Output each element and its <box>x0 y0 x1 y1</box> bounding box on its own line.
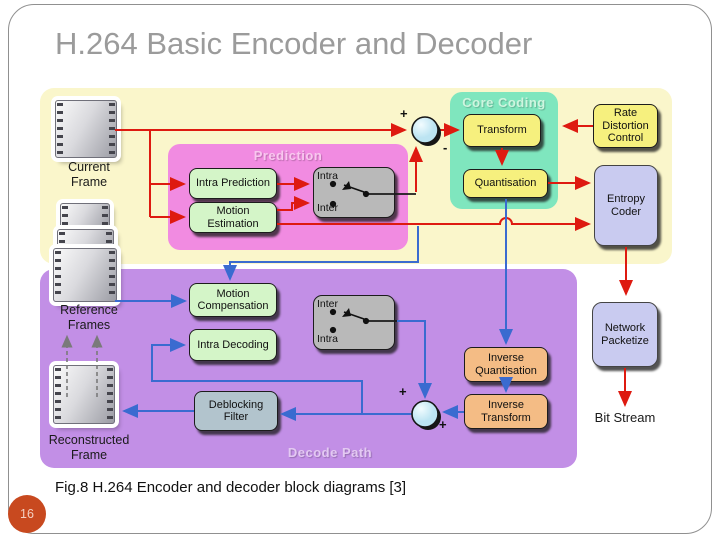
switch-encoder-inter-label: Inter <box>317 202 339 214</box>
prediction-region-label: Prediction <box>253 148 323 163</box>
slide-border <box>8 4 712 534</box>
decode-path-region-label: Decode Path <box>287 445 373 460</box>
block-intra-prediction: Intra Prediction <box>189 168 277 199</box>
sum2-plus-top-sign: + <box>399 384 407 399</box>
block-network-packetize: Network Packetize <box>592 302 658 367</box>
reference-frames-icon-front <box>53 248 117 302</box>
reference-frames-label: Reference Frames <box>60 303 118 332</box>
block-inverse-quantisation: Inverse Quantisation <box>464 347 548 382</box>
current-frame-label: Current Frame <box>68 160 110 189</box>
page-title: H.264 Basic Encoder and Decoder <box>55 26 533 61</box>
figure-caption: Fig.8 H.264 Encoder and decoder block di… <box>55 479 407 496</box>
sum1-plus-sign: + <box>400 106 408 121</box>
block-quantisation: Quantisation <box>463 169 548 198</box>
block-deblocking-filter: Deblocking Filter <box>194 391 278 431</box>
bit-stream-label: Bit Stream <box>594 410 656 425</box>
switch-decoder-inter-label: Inter <box>317 298 339 310</box>
switch-encoder-intra-label: Intra <box>317 170 339 182</box>
block-transform: Transform <box>463 114 541 147</box>
current-frame-icon <box>55 100 117 158</box>
core-coding-region-label: Core Coding <box>462 95 546 110</box>
reconstructed-frame-icon <box>53 365 115 424</box>
reference-frames-icon-back <box>60 203 110 231</box>
block-motion-estimation: Motion Estimation <box>189 202 277 233</box>
sum2-plus-bottom-sign: + <box>439 417 447 432</box>
block-entropy-coder: Entropy Coder <box>594 165 658 246</box>
block-rate-distortion-control: Rate Distortion Control <box>593 104 658 148</box>
switch-decoder-intra-label: Intra <box>317 333 339 345</box>
sum1-minus-sign: - <box>443 140 448 155</box>
block-inverse-transform: Inverse Transform <box>464 394 548 429</box>
reconstructed-frame-label: Reconstructed Frame <box>48 433 130 462</box>
block-intra-decoding: Intra Decoding <box>189 329 277 361</box>
switch-decoder <box>313 295 395 350</box>
page-number-badge: 16 <box>8 495 46 533</box>
block-motion-compensation: Motion Compensation <box>189 283 277 317</box>
